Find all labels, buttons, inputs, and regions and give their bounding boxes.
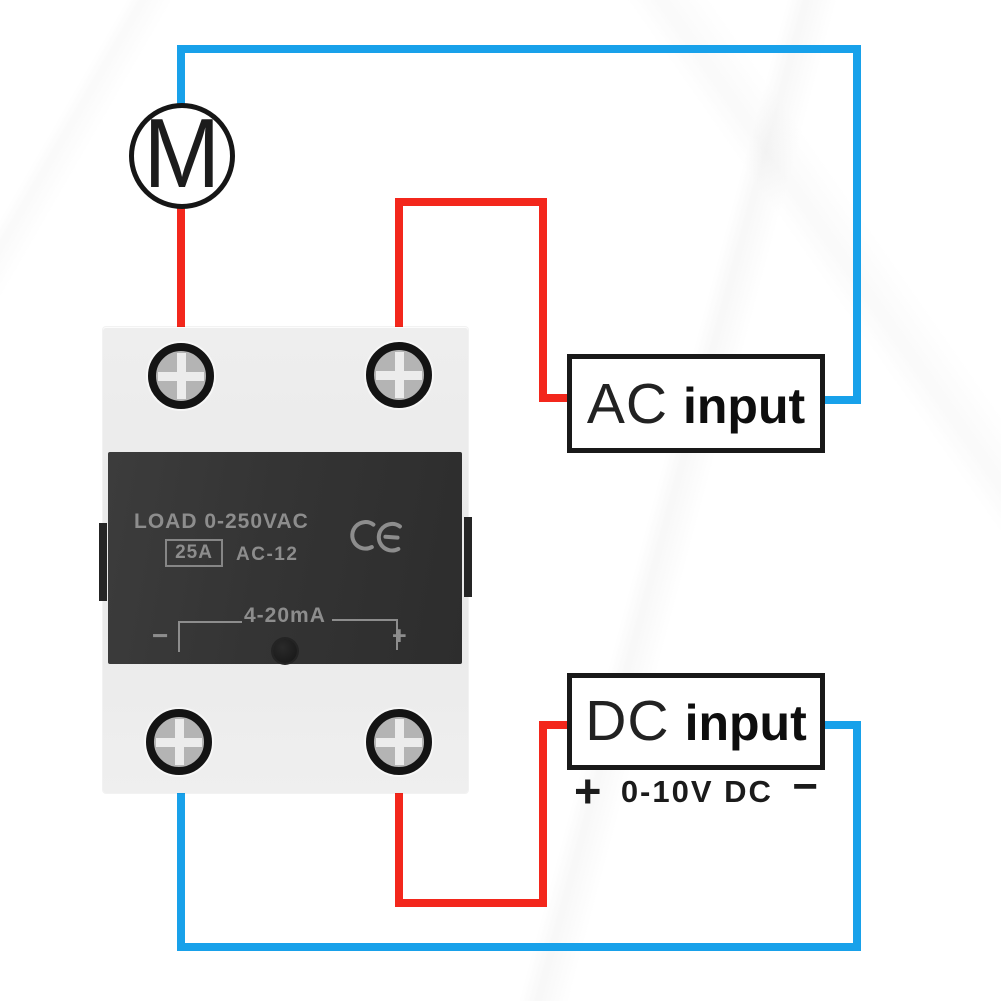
wire-blue-dc-bottom-run bbox=[177, 943, 861, 951]
load-rating-label: LOAD 0-250VAC bbox=[134, 510, 309, 533]
screw-terminal-top-right bbox=[366, 342, 432, 408]
wire-blue-motor-riser bbox=[177, 45, 185, 108]
dc-input-name: DC bbox=[585, 689, 670, 753]
control-bracket-left bbox=[178, 621, 242, 623]
current-rating-badge: 25A bbox=[165, 539, 223, 567]
wire-red-ac-box-stub bbox=[541, 394, 571, 402]
screw-terminal-top-left bbox=[148, 343, 214, 409]
wire-blue-top-run bbox=[177, 45, 861, 53]
ce-mark-icon bbox=[350, 520, 402, 553]
control-signal-label: 4-20mA bbox=[244, 604, 326, 627]
wire-red-ac-top-run bbox=[395, 198, 547, 206]
panel-side-tab-right bbox=[464, 517, 472, 597]
control-minus-label: − bbox=[152, 620, 169, 651]
dc-plus-label: + bbox=[574, 763, 602, 817]
dc-input-box: DC input bbox=[567, 673, 825, 770]
indicator-led bbox=[273, 639, 297, 663]
motor-label: M bbox=[143, 98, 221, 208]
ac-input-box: AC input bbox=[567, 354, 825, 453]
solid-state-relay: LOAD 0-250VAC 25A AC-12 4-20mA − + bbox=[99, 327, 472, 793]
wire-blue-dc-box-stub bbox=[822, 721, 861, 729]
wire-red-ac-riser bbox=[539, 198, 547, 402]
wire-red-control-drop bbox=[395, 789, 403, 907]
model-label: AC-12 bbox=[236, 544, 299, 565]
wire-blue-dc-riser bbox=[853, 721, 861, 951]
wire-red-dc-riser bbox=[539, 721, 547, 907]
wire-red-dc-box-stub bbox=[541, 721, 571, 729]
control-bracket-right bbox=[332, 619, 398, 621]
control-bracket-right-end bbox=[396, 619, 398, 650]
control-bracket-left-end bbox=[178, 621, 180, 652]
dc-minus-label: − bbox=[792, 762, 818, 811]
wire-blue-ac-box-stub bbox=[822, 396, 861, 404]
ac-input-name: AC bbox=[586, 372, 668, 436]
motor-symbol: M bbox=[129, 103, 235, 209]
screw-terminal-bottom-left bbox=[146, 709, 212, 775]
panel-side-tab-left bbox=[99, 523, 107, 601]
wire-blue-right-drop bbox=[853, 45, 861, 404]
wire-red-load-terminal-drop bbox=[395, 198, 403, 331]
dc-voltage-range-label: 0-10V DC bbox=[620, 774, 773, 809]
relay-front-panel: LOAD 0-250VAC 25A AC-12 4-20mA − + bbox=[108, 452, 462, 664]
ac-input-label: input bbox=[683, 378, 806, 434]
wire-red-dc-bottom-run bbox=[395, 899, 547, 907]
screw-terminal-bottom-right bbox=[366, 709, 432, 775]
control-plus-label: + bbox=[392, 622, 407, 650]
wire-red-motor-lead bbox=[177, 206, 185, 331]
wire-blue-control-drop bbox=[177, 789, 185, 951]
dc-input-label: input bbox=[684, 695, 807, 751]
dc-polarity-row: + 0-10V DC − bbox=[567, 763, 825, 817]
